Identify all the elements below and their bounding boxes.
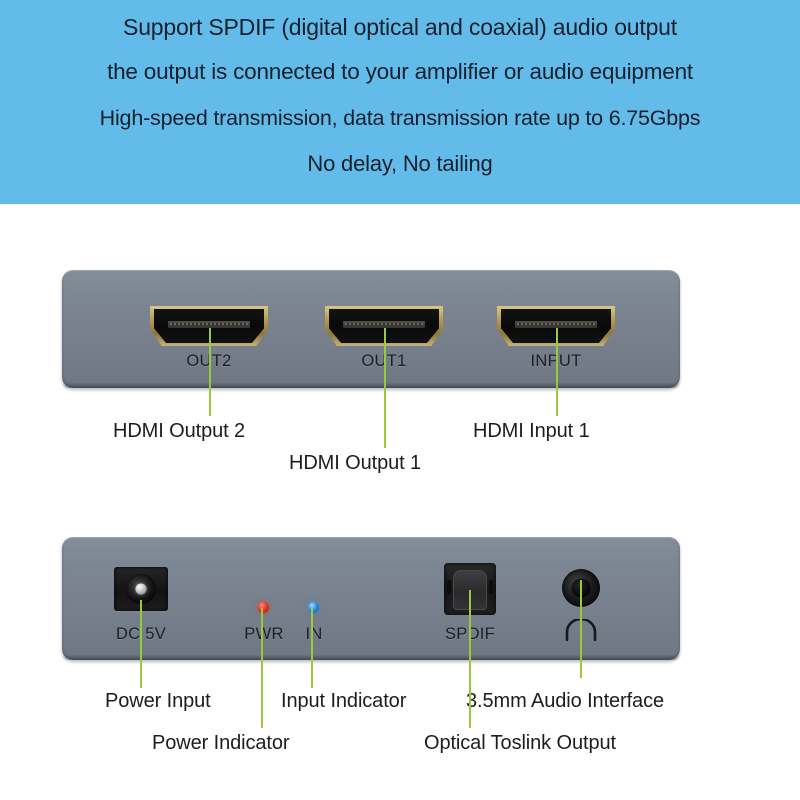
leader-line-optical-toslink-output xyxy=(469,590,472,728)
hdmi-contact-strip-icon xyxy=(168,321,250,328)
hdmi-front-panel: OUT2 OUT1 INPUT xyxy=(62,270,680,388)
callout-hdmi-input-1: HDMI Input 1 xyxy=(473,420,590,442)
input-led-indicator xyxy=(308,602,319,613)
spdif-notch-left-icon xyxy=(447,580,451,594)
hdmi-cavity-icon xyxy=(154,309,264,343)
banner-line-3: High-speed transmission, data transmissi… xyxy=(99,105,701,130)
callout-optical-toslink-output: Optical Toslink Output xyxy=(424,732,616,754)
port-silk-label-out1: OUT1 xyxy=(314,352,454,371)
dc-barrel-icon xyxy=(126,574,156,604)
hdmi-contact-strip-icon xyxy=(515,321,597,328)
port-silk-label-input: INPUT xyxy=(486,352,626,371)
hdmi-contact-strip-icon xyxy=(343,321,425,328)
callout-input-indicator: Input Indicator xyxy=(281,690,407,712)
hdmi-shell-icon xyxy=(150,306,268,346)
port-silk-label-out2: OUT2 xyxy=(139,352,279,371)
callout-hdmi-output-2: HDMI Output 2 xyxy=(113,420,246,442)
leader-line-hdmi-output-2 xyxy=(209,328,212,416)
leader-line-power-indicator xyxy=(261,608,264,728)
port-silk-label-in: IN xyxy=(305,625,323,643)
header-banner: Support SPDIF (digital optical and coaxi… xyxy=(0,0,800,204)
callout-power-indicator: Power Indicator xyxy=(152,732,290,754)
callout-power-input: Power Input xyxy=(105,690,211,712)
leader-line-power-input xyxy=(140,600,143,688)
banner-line-1: Support SPDIF (digital optical and coaxi… xyxy=(123,14,677,40)
hdmi-port-out2[interactable] xyxy=(150,306,268,346)
rear-panel: DC 5V PWR IN SPDIF xyxy=(62,537,680,660)
callout-audio-interface: 3.5mm Audio Interface xyxy=(466,690,665,712)
banner-line-2: the output is connected to your amplifie… xyxy=(107,59,693,84)
spdif-notch-right-icon xyxy=(489,580,493,594)
leader-line-hdmi-input-1 xyxy=(556,328,559,416)
banner-line-4: No delay, No tailing xyxy=(307,151,493,176)
dc-center-pin-icon xyxy=(135,583,147,595)
leader-line-hdmi-output-1 xyxy=(384,328,387,448)
leader-line-audio-interface xyxy=(580,580,583,678)
port-silk-label-pwr: PWR xyxy=(244,625,284,643)
leader-line-input-indicator xyxy=(311,608,314,688)
power-led-indicator xyxy=(258,602,269,613)
callout-hdmi-output-1: HDMI Output 1 xyxy=(289,452,422,474)
